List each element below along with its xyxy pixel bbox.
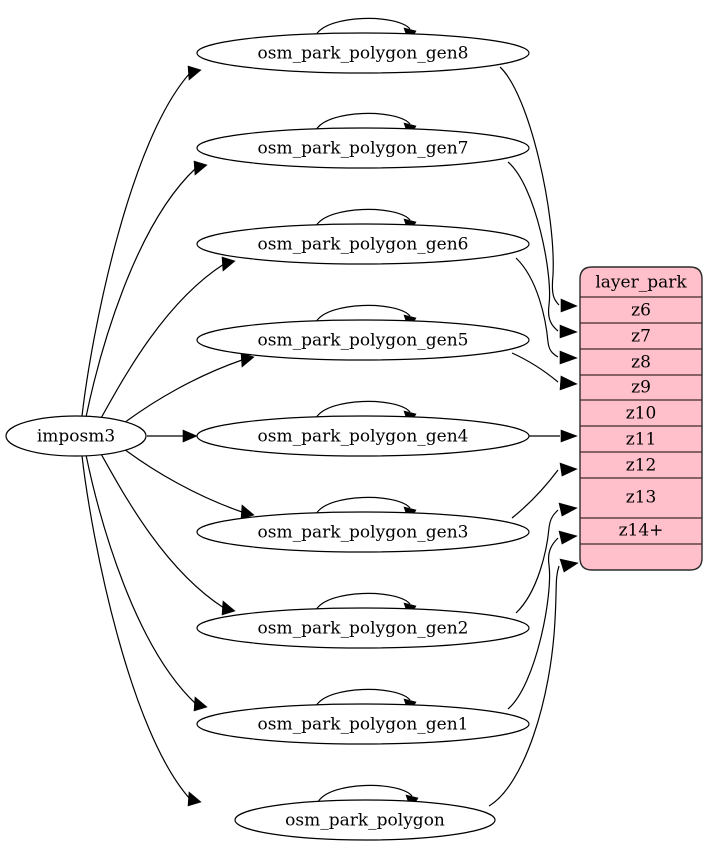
self-loop-gen4 [315, 400, 411, 419]
node-osm-park-polygon-gen4[interactable]: osm_park_polygon_gen4 [196, 415, 530, 457]
node-gen4-label: osm_park_polygon_gen4 [258, 427, 469, 447]
edge-gen3-to-z11 [511, 469, 559, 519]
edges-nodes-to-layer-park [488, 66, 579, 807]
edge-imposm3-to-osm-park-polygon [81, 455, 191, 800]
node-imposm3-ellipse[interactable] [5, 415, 147, 457]
node-imposm3-label: imposm3 [37, 427, 115, 447]
layer-park-table[interactable]: layer_park z6 z7 z8 z9 z10 z11 z12 z13 z… [579, 266, 703, 571]
node-imposm3[interactable]: imposm3 [5, 415, 147, 457]
arrowhead-gen7 [193, 160, 208, 176]
node-gen6-label: osm_park_polygon_gen6 [258, 235, 469, 255]
node-osm-park-polygon-gen1[interactable]: osm_park_polygon_gen1 [196, 703, 530, 745]
arrowhead-gen5 [240, 352, 255, 368]
node-osm-park-polygon-gen5[interactable]: osm_park_polygon_gen5 [196, 319, 530, 361]
arrowhead-osm-park-polygon [187, 791, 202, 807]
edge-gen7-to-z7 [507, 161, 559, 332]
arrowhead-z10 [560, 429, 578, 443]
arrowhead-z8 [559, 350, 578, 365]
arrowhead-gen1 [193, 696, 208, 712]
edge-gen5-to-z9 [511, 352, 559, 383]
table-row-z8-label[interactable]: z8 [631, 353, 651, 373]
self-loop-gen8 [315, 17, 411, 36]
edge-imposm3-to-gen8 [81, 72, 191, 417]
node-gen3-label: osm_park_polygon_gen3 [258, 523, 469, 543]
edge-imposm3-to-gen3 [123, 448, 243, 513]
table-row-z9-label[interactable]: z9 [631, 378, 651, 398]
node-gen3-ellipse[interactable] [196, 511, 530, 553]
edge-imposm3-to-gen2 [99, 451, 225, 609]
layer-park-header-label: layer_park [595, 273, 687, 293]
arrowhead-z9 [559, 375, 578, 391]
node-gen1-label: osm_park_polygon_gen1 [258, 715, 469, 735]
table-row-z12-label[interactable]: z12 [626, 456, 657, 476]
node-gen5-label: osm_park_polygon_gen5 [258, 331, 469, 351]
table-row-z7-label[interactable]: z7 [631, 327, 651, 347]
table-row-z6-label[interactable]: z6 [631, 301, 651, 321]
edge-osm-park-polygon-to-z14 [488, 565, 560, 807]
self-loop-gen5 [315, 304, 411, 323]
arrowhead-gen2 [221, 600, 236, 616]
self-loop-edges [315, 17, 419, 811]
edge-imposm3-to-gen7 [85, 167, 197, 418]
node-gen1-ellipse[interactable] [196, 703, 530, 745]
node-osm-park-polygon[interactable]: osm_park_polygon [234, 799, 496, 841]
node-osm-park-polygon-gen6[interactable]: osm_park_polygon_gen6 [196, 223, 530, 265]
arrowhead-z7 [559, 324, 578, 339]
edge-imposm3-to-gen5 [123, 359, 243, 424]
table-row-z14plus-label[interactable]: z14+ [619, 521, 664, 541]
arrowhead-gen8 [187, 65, 202, 81]
node-gen2-label: osm_park_polygon_gen2 [258, 619, 469, 639]
edge-gen1-to-z13 [507, 537, 559, 710]
node-gen2-ellipse[interactable] [196, 607, 530, 649]
node-osm-park-polygon-gen3[interactable]: osm_park_polygon_gen3 [196, 511, 530, 553]
self-loop-gen2 [315, 592, 411, 611]
node-gen8-ellipse[interactable] [196, 32, 530, 74]
node-osm-park-polygon-ellipse[interactable] [234, 799, 496, 841]
edge-imposm3-to-gen1 [85, 454, 197, 705]
arrowhead-gen4 [182, 429, 198, 443]
self-loop-gen7 [315, 112, 411, 131]
self-loop-gen6 [315, 208, 411, 227]
arrowhead-gen3 [240, 504, 255, 520]
node-gen5-ellipse[interactable] [196, 319, 530, 361]
node-gen4-ellipse[interactable] [196, 415, 530, 457]
edge-gen8-to-z6 [499, 66, 560, 306]
node-gen8-label: osm_park_polygon_gen8 [258, 44, 469, 64]
table-row-z11-label[interactable]: z11 [626, 430, 657, 450]
arrowhead-z12 [558, 502, 578, 517]
node-osm-park-polygon-label: osm_park_polygon [285, 811, 445, 831]
arrowhead-gen6 [221, 256, 236, 272]
table-row-z10-label[interactable]: z10 [626, 404, 657, 424]
node-gen6-ellipse[interactable] [196, 223, 530, 265]
arrowhead-z14 [559, 558, 579, 573]
node-gen7-label: osm_park_polygon_gen7 [258, 139, 469, 159]
graph-nodes: imposm3 osm_park_polygon_gen8 osm_park_p… [5, 32, 530, 841]
node-gen7-ellipse[interactable] [196, 127, 530, 169]
arrowhead-z11 [559, 462, 578, 477]
self-loop-gen1 [315, 688, 411, 707]
edge-gen6-to-z8 [515, 257, 559, 358]
edges-imposm3-to-nodes [81, 65, 255, 807]
layer-park-table-body [579, 266, 703, 571]
self-loop-osm-park-polygon [317, 784, 413, 803]
edge-imposm3-to-gen6 [99, 263, 225, 421]
arrowhead-z6 [560, 298, 578, 313]
node-osm-park-polygon-gen8[interactable]: osm_park_polygon_gen8 [196, 32, 530, 74]
table-row-z13-label[interactable]: z13 [626, 488, 657, 508]
node-osm-park-polygon-gen7[interactable]: osm_park_polygon_gen7 [196, 127, 530, 169]
self-loop-gen3 [315, 496, 411, 515]
arrowhead-z13 [558, 530, 578, 545]
edge-gen2-to-z12 [515, 509, 559, 614]
node-osm-park-polygon-gen2[interactable]: osm_park_polygon_gen2 [196, 607, 530, 649]
